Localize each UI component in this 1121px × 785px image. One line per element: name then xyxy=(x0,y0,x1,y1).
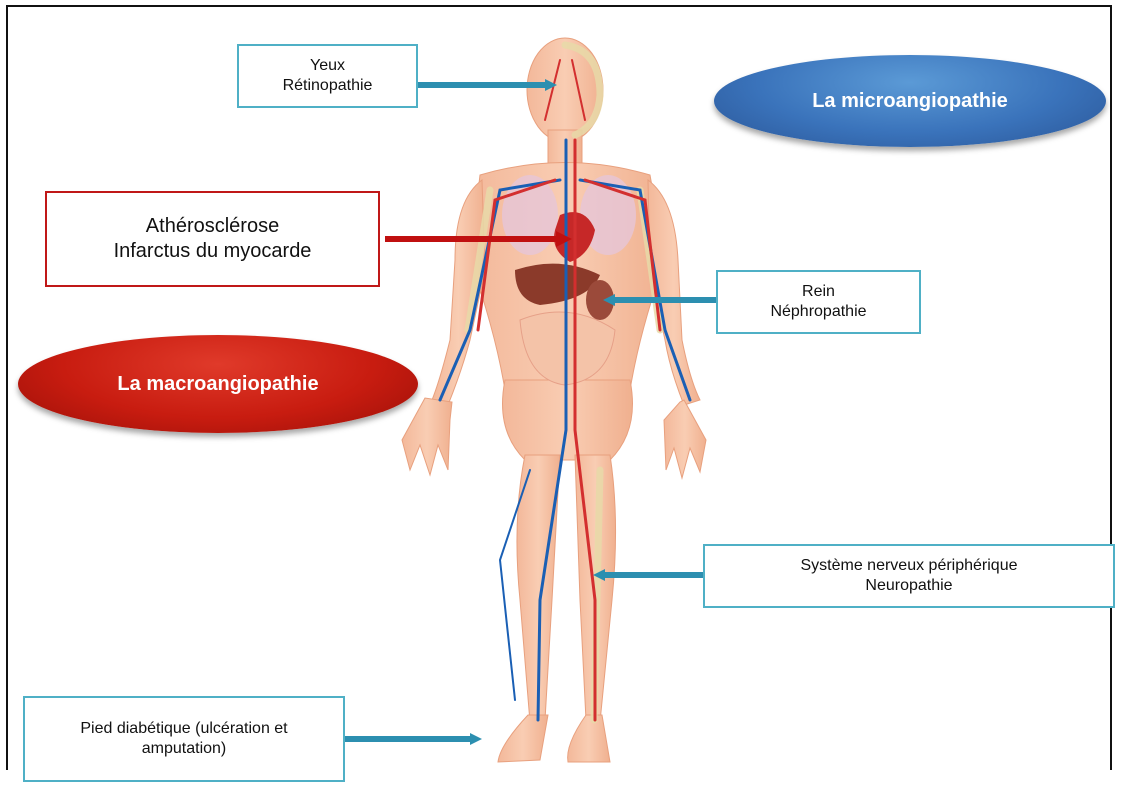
kidney-label-line2: Néphropathie xyxy=(770,302,866,322)
heart-label-line2: Infarctus du myocarde xyxy=(114,239,312,264)
foot-label-line2: amputation) xyxy=(142,739,227,759)
macroangiopathy-label: La macroangiopathie xyxy=(117,373,318,396)
nerves-label-line1: Système nerveux périphérique xyxy=(800,556,1017,576)
foot-label-line1: Pied diabétique (ulcération et xyxy=(80,719,287,739)
foot-arrowhead xyxy=(470,733,482,745)
microangiopathy-label: La microangiopathie xyxy=(812,90,1008,113)
eyes-label-box: Yeux Rétinopathie xyxy=(237,44,418,108)
heart-label-line1: Athérosclérose xyxy=(146,214,279,239)
macroangiopathy-badge: La macroangiopathie xyxy=(18,335,418,433)
blood-vessels xyxy=(440,60,690,720)
nerves-label-box: Système nerveux périphérique Neuropathie xyxy=(703,544,1115,608)
foot-label-box: Pied diabétique (ulcération et amputatio… xyxy=(23,696,345,782)
nerves-label-line2: Neuropathie xyxy=(865,576,952,596)
eyes-label-line1: Yeux xyxy=(310,56,345,76)
heart-label-box: Athérosclérose Infarctus du myocarde xyxy=(45,191,380,287)
microangiopathy-badge: La microangiopathie xyxy=(714,55,1106,147)
body-silhouette xyxy=(402,38,706,762)
kidney-label-line1: Rein xyxy=(802,282,835,302)
kidney-label-box: Rein Néphropathie xyxy=(716,270,921,334)
eyes-label-line2: Rétinopathie xyxy=(283,76,373,96)
